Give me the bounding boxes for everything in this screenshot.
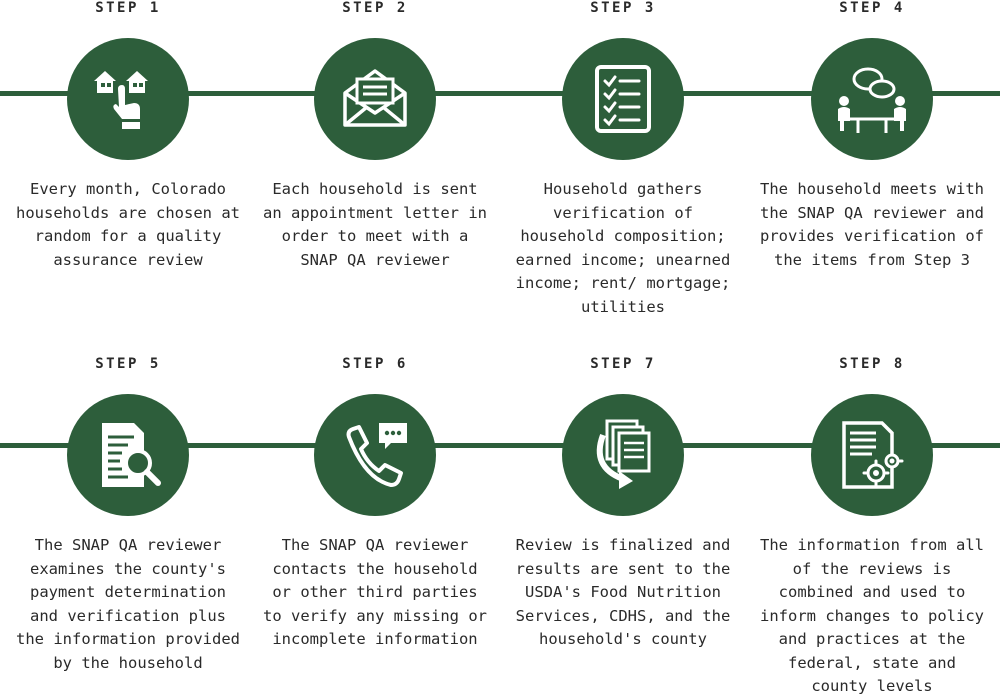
step-icon-circle xyxy=(314,38,436,160)
step-label: STEP 2 xyxy=(342,0,408,16)
step-6: STEP 6 The SNAP QA reviewer contacts the… xyxy=(255,356,495,652)
envelope-letter-icon xyxy=(343,69,407,127)
step-icon-circle xyxy=(562,38,684,160)
step-3: STEP 3 Household gathers verification of… xyxy=(503,0,743,319)
phone-message-icon xyxy=(346,423,407,487)
step-label: STEP 3 xyxy=(590,0,656,16)
step-description: Review is finalized and results are sent… xyxy=(515,536,731,648)
step-icon-circle xyxy=(314,394,436,516)
step-label: STEP 6 xyxy=(342,356,408,372)
step-description: Household gathers verification of househ… xyxy=(515,180,731,316)
step-label: STEP 1 xyxy=(95,0,161,16)
step-description: The SNAP QA reviewer contacts the househ… xyxy=(263,536,487,648)
meeting-chat-icon xyxy=(838,67,906,133)
step-2: STEP 2 Each household is sent an appoint… xyxy=(255,0,495,272)
timeline-connector-row-2 xyxy=(0,443,1000,448)
document-magnifier-icon xyxy=(102,423,161,487)
houses-hand-pointer-icon xyxy=(94,71,148,129)
step-icon-circle xyxy=(67,38,189,160)
checklist-icon xyxy=(595,65,651,133)
step-label: STEP 7 xyxy=(590,356,656,372)
step-4: STEP 4 The household meets with the SNAP… xyxy=(752,0,992,272)
step-label: STEP 5 xyxy=(95,356,161,372)
step-icon-circle xyxy=(67,394,189,516)
timeline-connector-row-1 xyxy=(0,91,1000,96)
step-description: Every month, Colorado households are cho… xyxy=(16,180,240,269)
step-7: STEP 7 Review is finalized and results a… xyxy=(503,356,743,652)
documents-send-arrow-icon xyxy=(596,419,651,489)
step-8: STEP 8 The information from all of the r… xyxy=(752,356,992,699)
step-description: Each household is sent an appointment le… xyxy=(263,180,487,269)
step-description: The household meets with the SNAP QA rev… xyxy=(760,180,984,269)
step-1: STEP 1 Every month, Colorado households … xyxy=(8,0,248,272)
step-description: The SNAP QA reviewer examines the county… xyxy=(16,536,240,672)
step-icon-circle xyxy=(562,394,684,516)
step-label: STEP 4 xyxy=(839,0,905,16)
step-icon-circle xyxy=(811,394,933,516)
step-description: The information from all of the reviews … xyxy=(760,536,984,695)
step-icon-circle xyxy=(811,38,933,160)
document-gears-icon xyxy=(842,421,904,489)
step-5: STEP 5 The SNAP QA reviewer examines the… xyxy=(8,356,248,675)
step-label: STEP 8 xyxy=(839,356,905,372)
